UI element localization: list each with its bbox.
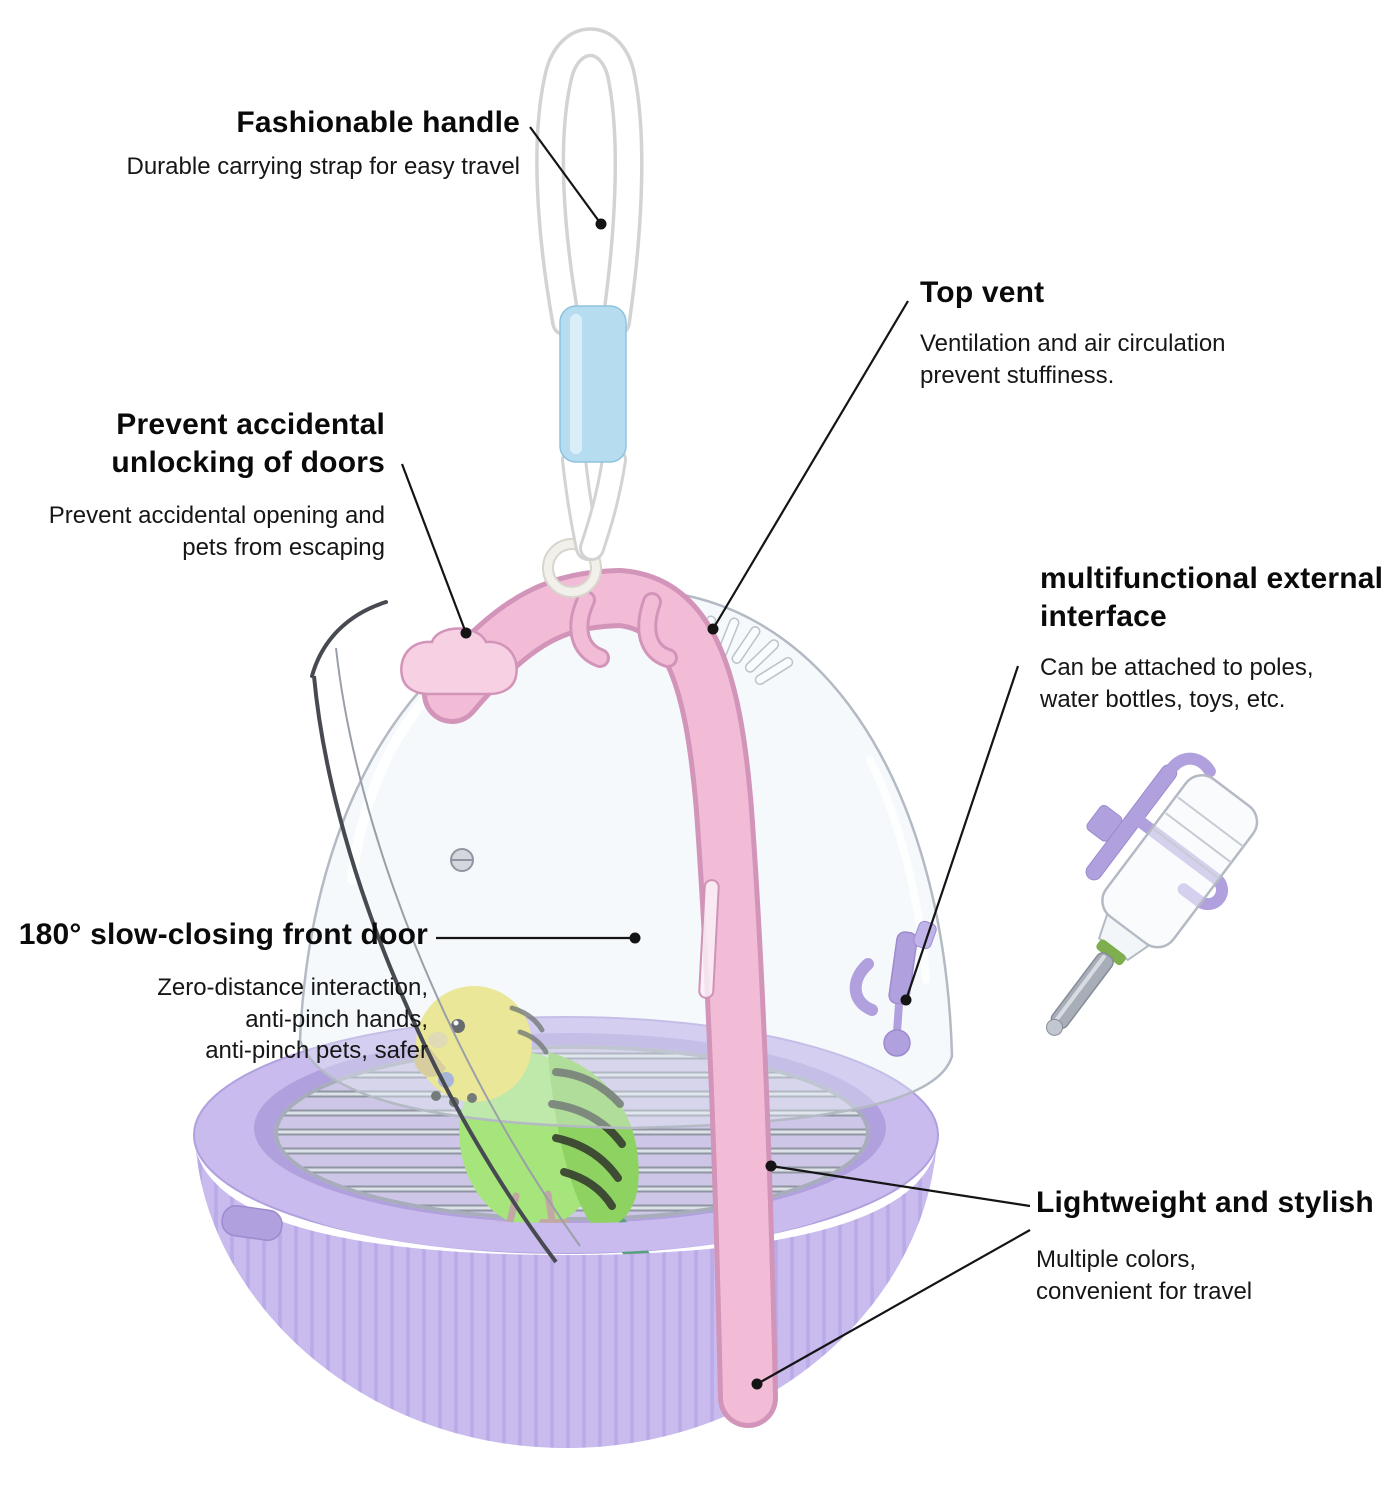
bracket-pad [1086, 804, 1123, 842]
callout-line-interface [904, 665, 1020, 1001]
callout-dots [460, 218, 912, 1390]
base-notch [221, 1205, 283, 1241]
callout-dot-door [629, 932, 641, 944]
callout-line-handle [529, 126, 602, 225]
bottle-neck [1097, 912, 1151, 962]
arch-handle [422, 567, 778, 1428]
callout-title: Lightweight and stylish [1036, 1186, 1374, 1219]
callout-title: Fashionable handle [236, 106, 520, 139]
bird-wing [548, 1052, 639, 1229]
callout-prevent-unlocking: Prevent accidental unlocking of doors Pr… [49, 406, 385, 563]
callout-desc: Ventilation and air circulation prevent … [920, 330, 1226, 389]
callout-line-lightweight-upper [770, 1164, 1031, 1208]
callout-top-vent: Top vent Ventilation and air circulation… [920, 274, 1226, 391]
callout-dot-vent [707, 623, 719, 635]
budgie-bird [414, 986, 662, 1280]
handle-slot [698, 879, 720, 999]
callout-dot-lightweight-lower [751, 1378, 763, 1390]
callout-line-vent [712, 300, 909, 630]
door-latch-knob [400, 627, 518, 696]
callout-fashionable-handle: Fashionable handle Durable carrying stra… [127, 104, 521, 183]
callout-title: multifunctional external interface [1040, 562, 1384, 634]
strap-sleeve [559, 305, 627, 463]
spout-ball [1046, 1018, 1064, 1036]
callout-dot-lightweight-upper [765, 1160, 777, 1172]
callout-desc: Can be attached to poles, water bottles,… [1040, 654, 1314, 713]
bottle-gasket [1096, 939, 1126, 966]
callout-title: Prevent accidental unlocking of doors [111, 408, 385, 480]
bird-cere [428, 1032, 448, 1048]
front-door-edge [312, 675, 558, 1264]
callout-title: Top vent [920, 276, 1045, 309]
callout-front-door: 180° slow-closing front door Zero-distan… [19, 916, 428, 1066]
callout-dot-latch [460, 627, 472, 639]
callout-desc: Durable carrying strap for easy travel [126, 153, 521, 181]
callout-lightweight: Lightweight and stylish Multiple colors,… [1036, 1184, 1374, 1307]
bottle-clamp [1128, 811, 1228, 911]
callout-desc: Zero-distance interaction, anti-pinch ha… [157, 974, 428, 1064]
callout-title: 180° slow-closing front door [18, 918, 428, 951]
callout-line-latch [400, 463, 468, 634]
callout-external-interface: multifunctional external interface Can b… [1040, 560, 1383, 715]
carry-strap [535, 27, 644, 598]
callout-desc: Multiple colors, convenient for travel [1036, 1246, 1253, 1305]
callout-lines [400, 126, 1031, 1385]
water-bottle [1046, 752, 1259, 1036]
callout-dot-interface [900, 994, 912, 1006]
callout-line-lightweight-lower [756, 1229, 1031, 1385]
callout-desc: Prevent accidental opening and pets from… [48, 502, 385, 561]
callout-dot-handle [595, 218, 607, 230]
